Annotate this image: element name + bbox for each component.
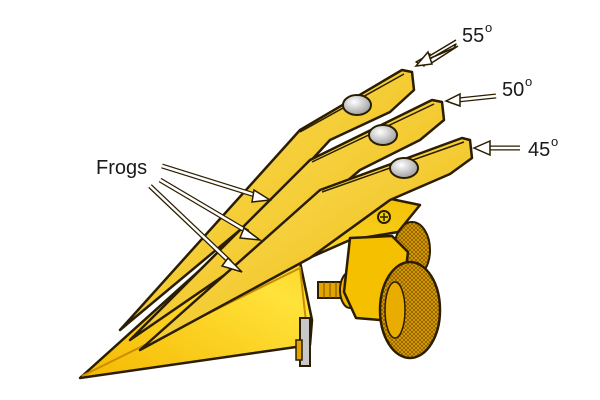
label-45: 45 o bbox=[528, 134, 558, 161]
frogs-arrow-3 bbox=[148, 184, 243, 273]
arrow-50 bbox=[444, 92, 497, 108]
arrow-55 bbox=[414, 39, 459, 67]
label-45-degree: o bbox=[551, 134, 558, 149]
frogs-arrow-1 bbox=[161, 163, 273, 203]
label-45-value: 45 bbox=[528, 139, 550, 161]
frog-50-screw bbox=[368, 124, 398, 146]
label-50: 50 o bbox=[502, 74, 532, 101]
frog-45-screw bbox=[389, 157, 419, 179]
label-55-value: 55 bbox=[462, 25, 484, 47]
label-55-degree: o bbox=[485, 20, 492, 35]
label-55: 55 o bbox=[462, 20, 492, 47]
frogs-label: Frogs bbox=[96, 157, 147, 179]
arrow-45 bbox=[472, 139, 520, 157]
label-50-value: 50 bbox=[502, 79, 524, 101]
frog-45 bbox=[138, 136, 474, 352]
label-50-degree: o bbox=[525, 74, 532, 89]
adjuster-knob-front bbox=[378, 260, 442, 360]
frogs-arrow-2 bbox=[158, 177, 263, 242]
frog-55-screw bbox=[342, 94, 372, 116]
blade-clip bbox=[295, 317, 311, 367]
